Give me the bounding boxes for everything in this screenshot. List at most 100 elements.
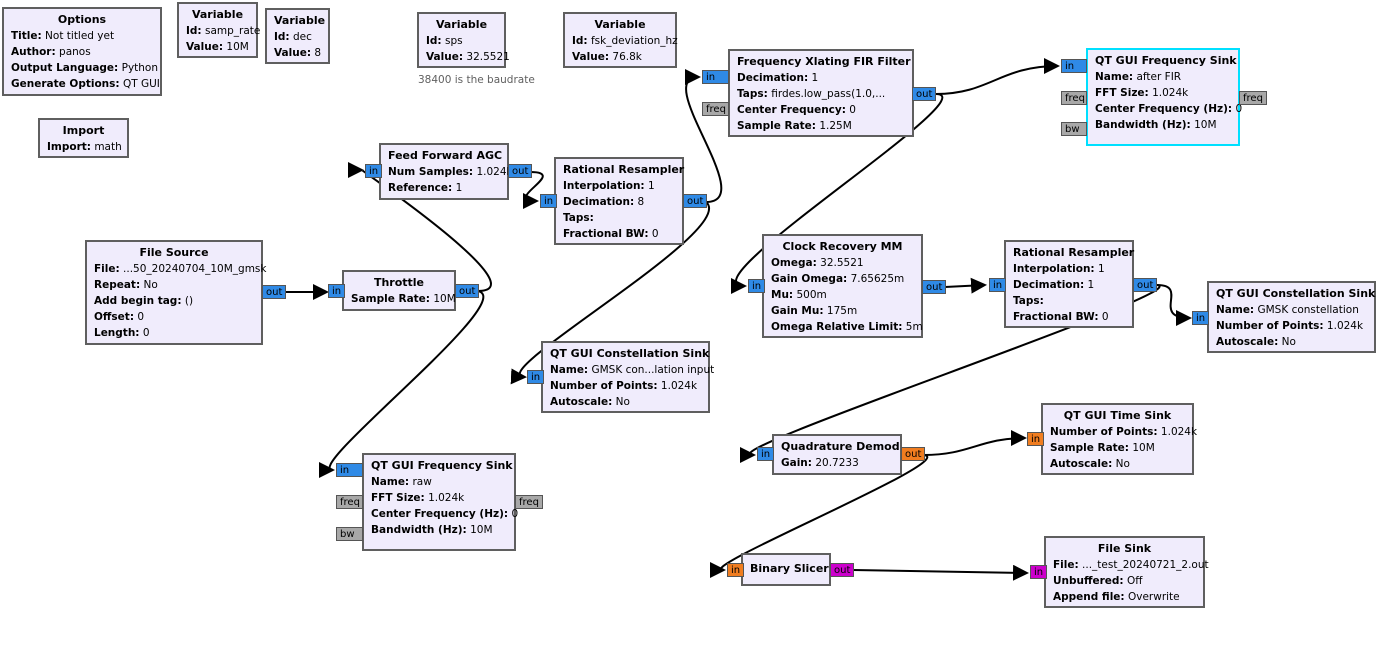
time-sink-in-port[interactable]: in [1027,432,1045,446]
throttle-in-port[interactable]: in [328,284,346,298]
clock-recovery-out-port[interactable]: out [922,280,947,294]
block-title: Variable [435,18,488,31]
const-sink-gmsk-in-port[interactable]: in [1192,311,1210,325]
quadrature-demod-block[interactable]: Quadrature Demod Gain: 20.7233 [772,434,902,475]
variable-dec-block[interactable]: Variable Id: dec Value: 8 [265,8,330,64]
rational-resampler-1-block[interactable]: Rational Resampler Interpolation: 1 Deci… [554,157,684,245]
param-row: Value: 32.5521 [426,51,510,63]
block-title: Feed Forward AGC [388,149,503,162]
block-title: Import [62,124,105,137]
options-block[interactable]: Options Title: Not titled yet Author: pa… [2,7,162,96]
param-row: Omega Relative Limit: 5m [771,321,923,333]
file-sink-block[interactable]: File Sink File: ..._test_20240721_2.out … [1044,536,1209,608]
param-row: Autoscale: No [1050,458,1130,470]
freq-sink-fir-freq-out-port[interactable]: freq [1239,91,1267,105]
block-title: Variable [594,18,646,31]
resamp2-out-port[interactable]: out [1133,278,1158,292]
feed-forward-agc-block[interactable]: Feed Forward AGC Num Samples: 1.024k Ref… [379,143,513,200]
freq-sink-raw-in-port[interactable]: in [336,463,363,477]
freq-sink-raw-freq-in-port[interactable]: freq [336,495,363,509]
resamp2-in-port[interactable]: in [989,278,1007,292]
freq-sink-raw-freq-out-port[interactable]: freq [515,495,543,509]
param-row: Number of Points: 1.024k [1216,320,1364,332]
param-row: Mu: 500m [771,289,827,301]
block-title: QT GUI Frequency Sink [371,459,513,472]
param-row: Author: panos [11,46,91,58]
wire-resamp2-constsink [1156,284,1192,326]
param-row: Value: 10M [186,41,249,53]
binary-slicer-in-port[interactable]: in [727,563,745,577]
resamp1-out-port[interactable]: out [683,194,708,208]
file-source-block[interactable]: File Source File: ...50_20240704_10M_gms… [85,240,266,345]
block-title: Binary Slicer [750,562,829,575]
block-title: QT GUI Constellation Sink [1216,287,1376,300]
rational-resampler-2-block[interactable]: Rational Resampler Interpolation: 1 Deci… [1004,240,1134,328]
freq-sink-raw-block[interactable]: QT GUI Frequency Sink Name: raw FFT Size… [362,453,518,551]
clock-recovery-in-port[interactable]: in [748,279,766,293]
param-row: Id: samp_rate [186,25,261,37]
file-source-out-port[interactable]: out [262,285,287,299]
param-row: Taps: [1013,295,1044,307]
freq-sink-fir-in-port[interactable]: in [1061,59,1087,73]
param-row: Sample Rate: 1.25M [737,120,852,132]
param-row: Offset: 0 [94,311,145,323]
param-row: Value: 76.8k [572,51,642,63]
wire-quaddemod-timesink [923,430,1027,456]
throttle-block[interactable]: Throttle Sample Rate: 10M [342,270,456,311]
agc-in-port[interactable]: in [365,164,383,178]
variable-fsk-deviation-block[interactable]: Variable Id: fsk_deviation_hz Value: 76.… [563,12,678,68]
param-row: Length: 0 [94,327,150,339]
xlating-out-port[interactable]: out [912,87,937,101]
file-sink-in-port[interactable]: in [1030,565,1048,579]
block-title: Variable [191,8,244,21]
param-row: Value: 8 [274,47,322,59]
param-row: Import: math [47,141,122,153]
wire-resamp2-quaddemod [739,284,1161,463]
xlating-freq-port[interactable]: freq [702,102,729,116]
resamp1-in-port[interactable]: in [540,194,558,208]
param-row: Name: GMSK con...lation input [550,364,715,376]
freq-sink-after-fir-block[interactable]: QT GUI Frequency Sink Name: after FIR FF… [1086,48,1242,146]
agc-out-port[interactable]: out [508,164,533,178]
block-title: QT GUI Frequency Sink [1095,54,1237,67]
baudrate-comment: 38400 is the baudrate [418,74,535,86]
freq-sink-fir-bw-port[interactable]: bw [1061,122,1087,136]
binary-slicer-out-port[interactable]: out [830,563,855,577]
freq-xlating-fir-block[interactable]: Frequency Xlating FIR Filter Decimation:… [728,49,914,137]
param-row: Bandwidth (Hz): 10M [371,524,493,536]
variable-samp-rate-block[interactable]: Variable Id: samp_rate Value: 10M [177,2,261,58]
param-row: Id: sps [426,35,463,47]
param-row: Output Language: Python [11,62,159,74]
param-row: Number of Points: 1.024k [550,380,698,392]
param-row: Bandwidth (Hz): 10M [1095,119,1217,131]
freq-sink-fir-freq-in-port[interactable]: freq [1061,91,1087,105]
time-sink-block[interactable]: QT GUI Time Sink Number of Points: 1.024… [1041,403,1198,475]
param-row: Number of Points: 1.024k [1050,426,1198,438]
import-block[interactable]: Import Import: math [38,118,129,158]
param-row: Generate Options: QT GUI [11,78,160,90]
wire-xlating-clock [730,93,944,294]
constellation-sink-input-block[interactable]: QT GUI Constellation Sink Name: GMSK con… [541,341,715,413]
param-row: Id: fsk_deviation_hz [572,35,678,47]
constellation-sink-gmsk-block[interactable]: QT GUI Constellation Sink Name: GMSK con… [1207,281,1376,353]
block-title: Variable [274,14,326,27]
binary-slicer-block[interactable]: Binary Slicer [741,553,831,586]
throttle-out-port[interactable]: out [455,284,480,298]
const-sink-input-in-port[interactable]: in [527,370,545,384]
quad-demod-out-port[interactable]: out [901,447,926,461]
param-row: Name: after FIR [1095,71,1182,83]
param-row: Autoscale: No [550,396,630,408]
param-row: File: ..._test_20240721_2.out [1053,559,1209,571]
block-title: Options [57,13,107,26]
freq-sink-raw-bw-port[interactable]: bw [336,527,363,541]
param-row: Name: GMSK constellation [1216,304,1359,316]
clock-recovery-mm-block[interactable]: Clock Recovery MM Omega: 32.5521 Gain Om… [762,234,923,338]
param-row: Taps: firdes.low_pass(1.0,... [737,88,886,100]
quad-demod-in-port[interactable]: in [757,447,775,461]
xlating-in-port[interactable]: in [702,70,729,84]
variable-sps-block[interactable]: Variable Id: sps Value: 32.5521 [417,12,510,68]
block-title: QT GUI Time Sink [1063,409,1172,422]
param-row: Sample Rate: 10M [351,293,456,305]
block-title: Frequency Xlating FIR Filter [737,55,911,68]
